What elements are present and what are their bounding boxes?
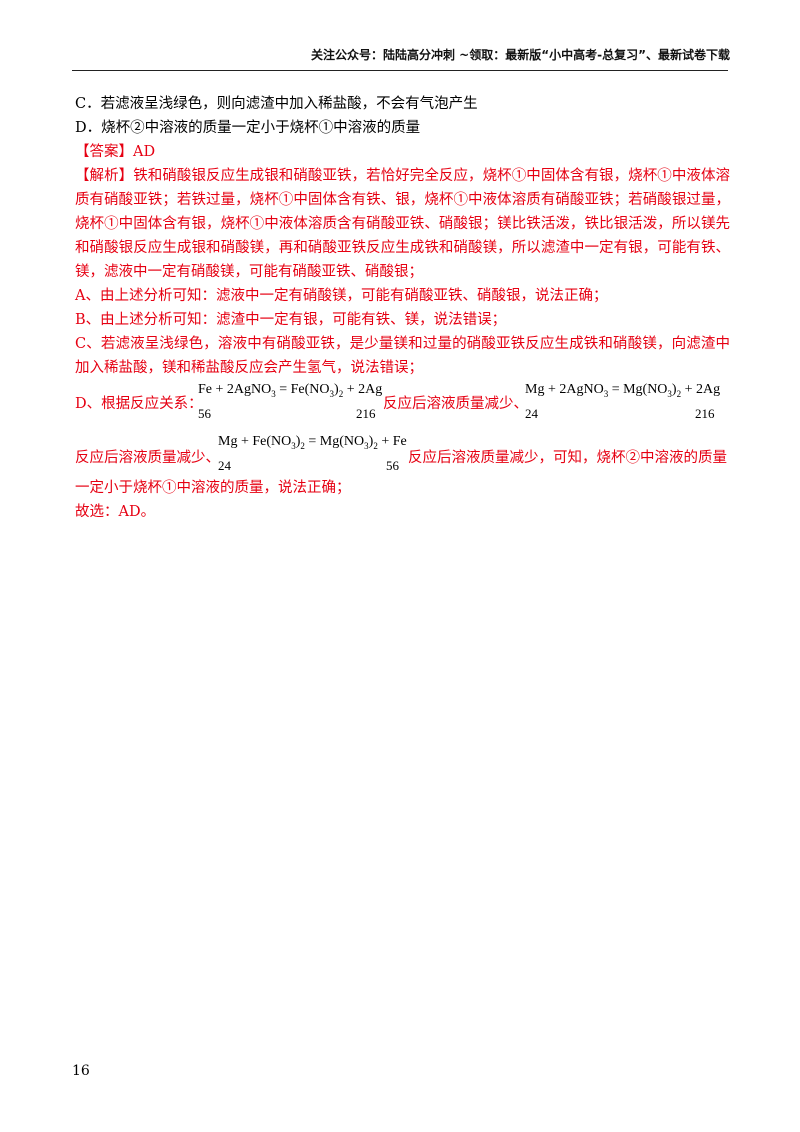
eq1-mass-fe: 56 bbox=[198, 406, 211, 421]
eq1-sub3: 2 bbox=[338, 388, 344, 399]
eq2-mass-ag: 216 bbox=[695, 406, 715, 421]
header-rule bbox=[72, 70, 728, 71]
eq2-end: ) bbox=[671, 382, 677, 397]
equation-mg-agno3: Mg + 2AgNO3 = Mg(NO3)2 + 2Ag 24 216 bbox=[525, 382, 725, 421]
eq3-sub3: 3 bbox=[364, 440, 369, 451]
eq3-sub4: 2 bbox=[373, 440, 378, 451]
eq1-sub2: 3 bbox=[329, 388, 335, 399]
eq1-left: Fe + 2AgNO bbox=[198, 382, 272, 397]
analysis-b: B、由上述分析可知：滤渣中一定有银，可能有铁、镁，说法错误； bbox=[75, 312, 507, 328]
eq2-sub2: 3 bbox=[667, 388, 672, 399]
eq2-sub1: 3 bbox=[603, 388, 609, 399]
eq3-mid: ) bbox=[295, 434, 301, 449]
equation-fe-agno3: Fe + 2AgNO3 = Fe(NO3)2 + 2Ag 56 216 bbox=[198, 382, 383, 421]
eq3-sub1: 3 bbox=[291, 440, 296, 451]
eq2-mass-mg: 24 bbox=[525, 406, 538, 421]
eq1-tail: + 2Ag bbox=[343, 382, 383, 397]
eq2-before-text: 反应后溶液质量减少、 bbox=[75, 450, 220, 466]
eq2-left: Mg + 2AgNO bbox=[525, 382, 604, 397]
analysis-d-end: 一定小于烧杯①中溶液的质量，说法正确； bbox=[75, 480, 351, 496]
eq2-sub3: 2 bbox=[676, 388, 682, 399]
eq2-tail: + 2Ag bbox=[681, 382, 721, 397]
eq3-mass-mg: 24 bbox=[218, 458, 231, 473]
main-content: C．若滤液呈浅绿色，则向滤渣中加入稀盐酸，不会有气泡产生 D．烧杯②中溶液的质量… bbox=[75, 92, 730, 524]
equation-mg-feno3: Mg + Fe(NO3)2 = Mg(NO3)2 + Fe 24 56 bbox=[218, 434, 408, 473]
eq1-mid: = Fe(NO bbox=[275, 382, 330, 397]
eq1-end: ) bbox=[334, 382, 339, 397]
eq2-mid: = Mg(NO bbox=[608, 382, 668, 397]
eq1-sub1: 3 bbox=[271, 388, 276, 399]
eq3-mass-fe: 56 bbox=[386, 458, 399, 473]
header-text: 关注公众号：陆陆高分冲刺 ~领取：最新版“小中高考-总复习”、最新试卷下载 bbox=[311, 48, 730, 62]
equation-row-1: D、根据反应关系： Fe + 2AgNO3 = Fe(NO3)2 + 2Ag 5… bbox=[75, 380, 730, 426]
eq1-after-text: 反应后溶液质量减少、 bbox=[383, 396, 528, 412]
analysis-d-label: D、根据反应关系： bbox=[75, 396, 203, 412]
eq3-tail: + Fe bbox=[377, 434, 407, 449]
eq1-mass-ag: 216 bbox=[356, 406, 376, 421]
eq3-left: Mg + Fe(NO bbox=[218, 434, 292, 449]
option-c: C．若滤液呈浅绿色，则向滤渣中加入稀盐酸，不会有气泡产生 bbox=[75, 96, 478, 112]
analysis-intro: 【解析】铁和硝酸银反应生成银和硝酸亚铁，若恰好完全反应，烧杯①中固体含有银，烧杯… bbox=[75, 168, 730, 280]
eq3-sub2: 2 bbox=[300, 440, 305, 451]
answer-label: 【答案】AD bbox=[75, 144, 156, 160]
eq3-mid2: = Mg(NO bbox=[304, 434, 365, 449]
eq3-end: ) bbox=[368, 434, 374, 449]
page-number: 16 bbox=[72, 1063, 90, 1079]
equation-row-2: 反应后溶液质量减少、 Mg + Fe(NO3)2 = Mg(NO3)2 + Fe… bbox=[75, 426, 730, 476]
analysis-a: A、由上述分析可知：滤液中一定有硝酸镁，可能有硝酸亚铁、硝酸银，说法正确； bbox=[75, 288, 608, 304]
analysis-c: C、若滤液呈浅绿色，溶液中有硝酸亚铁，是少量镁和过量的硝酸亚铁反应生成铁和硝酸镁… bbox=[75, 336, 730, 376]
analysis-conclusion: 故选：AD。 bbox=[75, 504, 156, 520]
option-d: D．烧杯②中溶液的质量一定小于烧杯①中溶液的质量 bbox=[75, 120, 421, 136]
eq3-after-text: 反应后溶液质量减少，可知，烧杯②中溶液的质量 bbox=[408, 450, 727, 466]
